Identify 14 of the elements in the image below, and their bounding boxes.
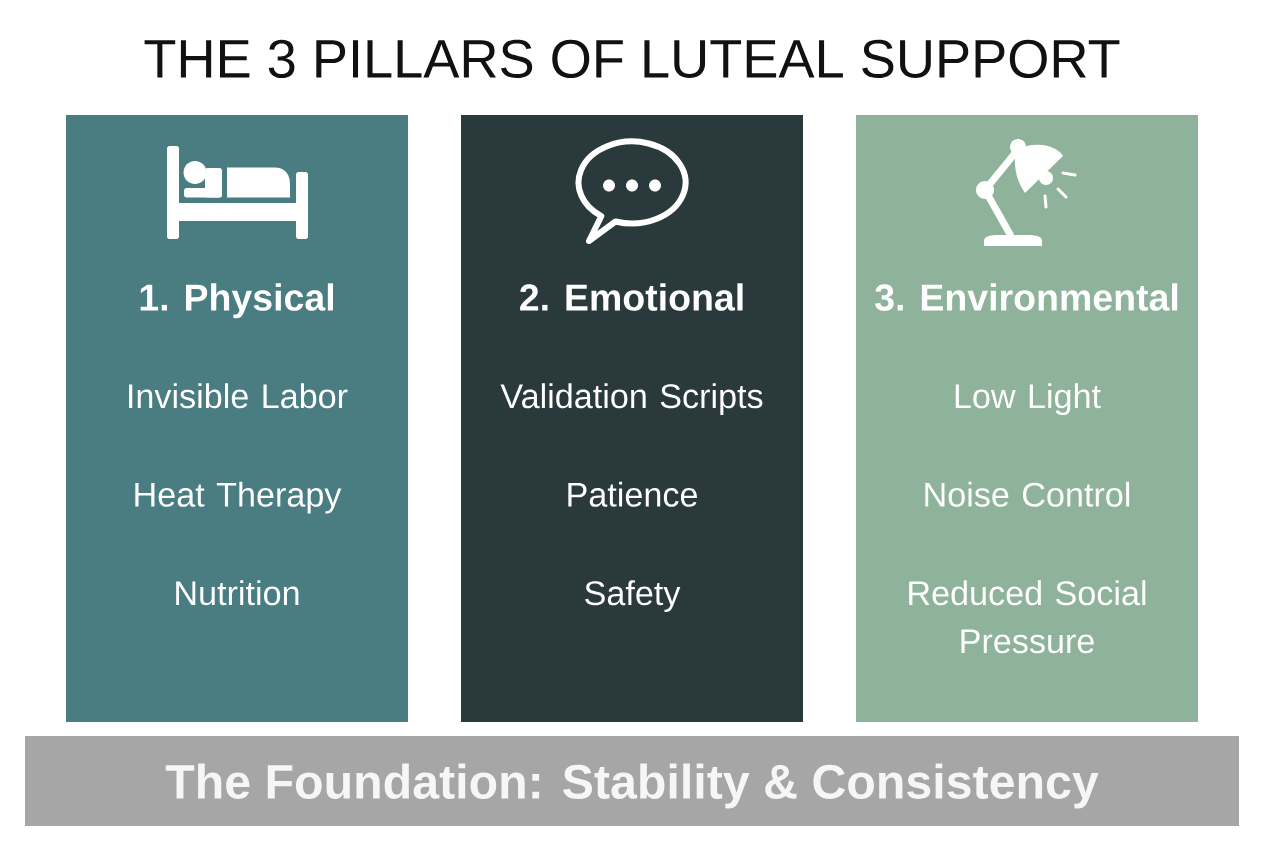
list-item: Validation Scripts	[500, 383, 763, 416]
list-item: Safety	[585, 580, 681, 613]
foundation-band: The Foundation: Stability & Consistency	[25, 736, 1239, 826]
list-item: Heat Therapy	[135, 481, 342, 514]
list-item: Low Light	[955, 383, 1101, 416]
pillar-heading: 1. Physical	[140, 283, 333, 319]
list-item: Invisible Labor	[129, 383, 348, 409]
list-item: Reduced Social Pressure	[909, 580, 1146, 654]
pillar-heading: 2. Emotional	[520, 283, 743, 311]
list-item: Nutrition	[176, 580, 299, 606]
title: THE 3 PILLARS OF LUTEAL SUPPORT	[144, 39, 1120, 78]
list-item: Noise Control	[925, 481, 1130, 507]
pillar-heading: 3. Environmental	[875, 283, 1178, 311]
list-item: Patience	[568, 481, 697, 507]
